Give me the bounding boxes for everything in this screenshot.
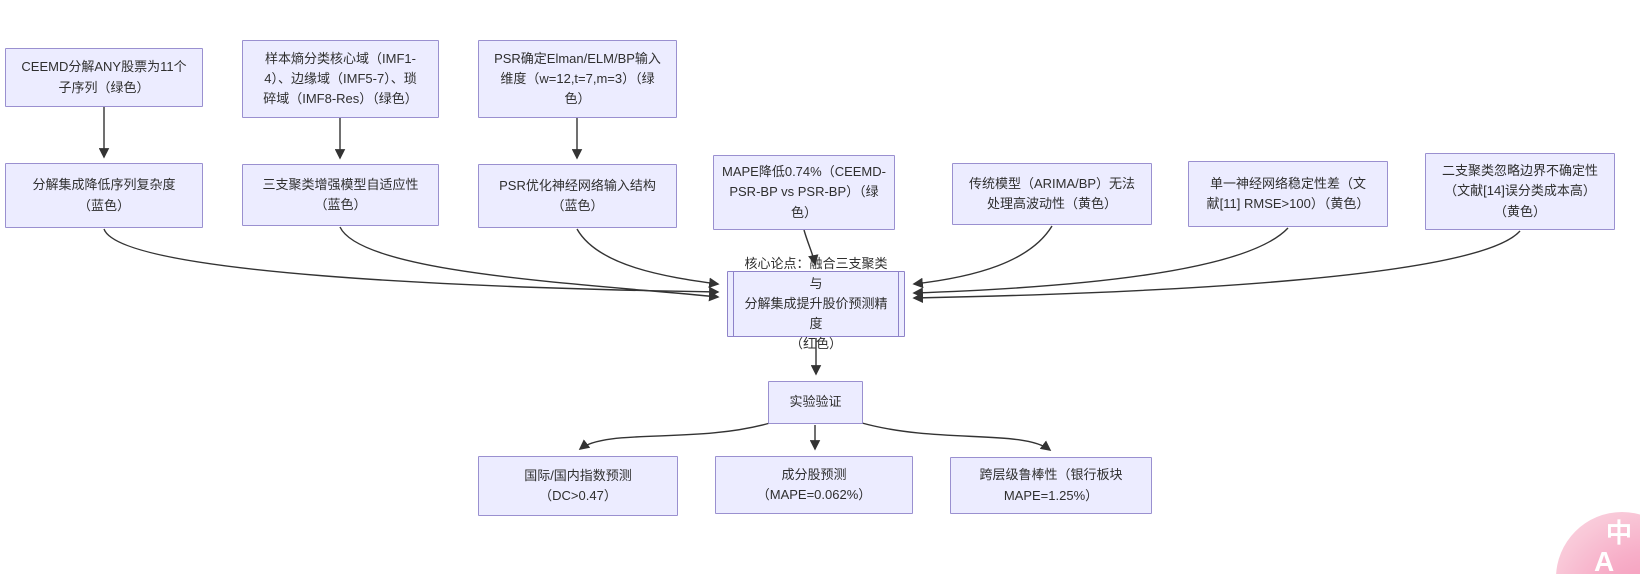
edge-b7-core (912, 230, 1521, 304)
node-label: CEEMD分解ANY股票为11个 子序列（绿色） (21, 59, 187, 95)
edge-b6-core (912, 227, 1289, 298)
node-ceemd-decomposition: CEEMD分解ANY股票为11个 子序列（绿色） (5, 48, 203, 107)
node-label: 传统模型（ARIMA/BP）无法 处理高波动性（黄色） (968, 175, 1136, 211)
translate-badge-icon: 中 A (1594, 520, 1632, 574)
node-label: 核心论点：融合三支聚类与 分解集成提升股价预测精度 （红色） (744, 255, 888, 352)
node-label: 国际/国内指数预测 （DC>0.47） (524, 467, 632, 503)
node-traditional-model-limitation: 传统模型（ARIMA/BP）无法 处理高波动性（黄色） (952, 163, 1152, 225)
edge-b3-core (576, 228, 720, 289)
node-label: 实验验证 (789, 394, 842, 410)
node-decomposition-reduces-complexity: 分解集成降低序列复杂度 （蓝色） (5, 163, 203, 228)
node-label: PSR确定Elman/ELM/BP输入 维度（w=12,t=7,m=3）（绿 色… (494, 50, 661, 107)
badge-glyph-top: 中 (1606, 518, 1633, 548)
node-label: 分解集成降低序列复杂度 （蓝色） (32, 177, 176, 213)
edge-d-e1 (578, 422, 771, 450)
translate-badge-button[interactable]: 中 A (1556, 512, 1640, 574)
node-label: 样本熵分类核心域（IMF1- 4）、边缘域（IMF5-7）、琐 碎域（IMF8-… (263, 50, 418, 107)
node-psr-input-dimension: PSR确定Elman/ELM/BP输入 维度（w=12,t=7,m=3）（绿 色… (478, 40, 677, 118)
node-label: PSR优化神经网络输入结构 （蓝色） (499, 177, 656, 213)
node-label: 成分股预测 （MAPE=0.062%） (756, 466, 872, 502)
node-label: 二支聚类忽略边界不确定性 （文献[14]误分类成本高） （黄色） (1441, 163, 1598, 219)
node-two-way-clustering-limitation: 二支聚类忽略边界不确定性 （文献[14]误分类成本高） （黄色） (1425, 153, 1615, 230)
node-single-nn-instability: 单一神经网络稳定性差（文 献[11] RMSE>100）（黄色） (1188, 161, 1388, 227)
node-constituent-stock-prediction: 成分股预测 （MAPE=0.062%） (715, 456, 913, 514)
edge-d-e3 (861, 422, 1052, 451)
node-core-thesis: 核心论点：融合三支聚类与 分解集成提升股价预测精度 （红色） (727, 256, 905, 351)
node-psr-optimizes-input-structure: PSR优化神经网络输入结构 （蓝色） (478, 164, 677, 228)
node-mape-reduction-evidence: MAPE降低0.74%（CEEMD- PSR-BP vs PSR-BP）（绿 色… (713, 155, 895, 230)
edge-b2-core (339, 226, 720, 302)
node-index-prediction: 国际/国内指数预测 （DC>0.47） (478, 456, 678, 516)
edge-b1-core (103, 228, 720, 298)
node-label: 单一神经网络稳定性差（文 献[11] RMSE>100）（黄色） (1206, 175, 1370, 211)
node-label: 跨层级鲁棒性（银行板块 MAPE=1.25%） (979, 467, 1123, 503)
node-three-way-clustering-adaptivity: 三支聚类增强模型自适应性 （蓝色） (242, 164, 439, 226)
edge-b5-core (912, 225, 1053, 289)
node-experimental-validation: 实验验证 (768, 381, 863, 424)
node-label: MAPE降低0.74%（CEEMD- PSR-BP vs PSR-BP）（绿 色… (722, 164, 886, 220)
badge-glyph-bottom: A (1594, 546, 1615, 574)
edge-b4-core (803, 229, 819, 266)
node-cross-level-robustness: 跨层级鲁棒性（银行板块 MAPE=1.25%） (950, 457, 1152, 514)
node-sample-entropy-classification: 样本熵分类核心域（IMF1- 4）、边缘域（IMF5-7）、琐 碎域（IMF8-… (242, 40, 439, 118)
node-label: 三支聚类增强模型自适应性 （蓝色） (262, 176, 419, 212)
